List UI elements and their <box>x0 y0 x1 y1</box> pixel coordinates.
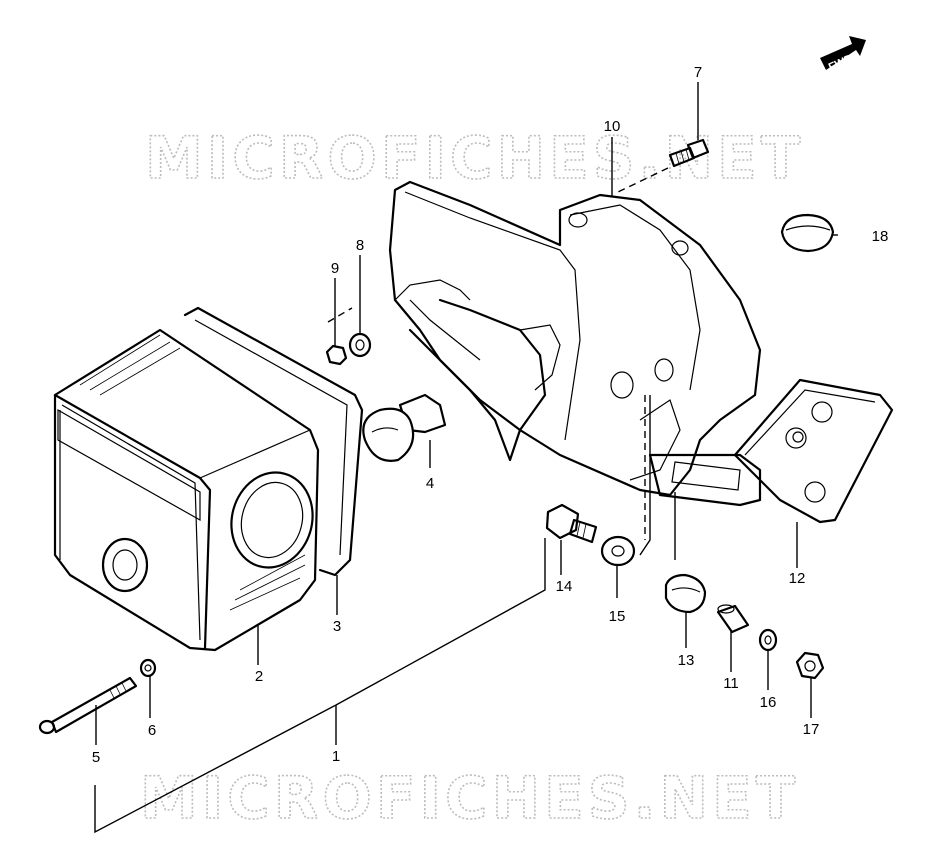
callout-17: 17 <box>803 721 820 738</box>
callout-4: 4 <box>426 475 434 492</box>
callout-11: 11 <box>723 675 739 692</box>
forward-arrow-icon: FWD <box>820 36 866 74</box>
part-10-bracket <box>388 180 762 507</box>
callout-10: 10 <box>604 118 621 135</box>
part-8-washer <box>348 332 372 358</box>
callout-12: 12 <box>789 570 806 587</box>
part-16-washer <box>758 628 778 652</box>
part-13-grommet <box>664 573 707 614</box>
part-12-plate <box>733 378 894 524</box>
callout-9: 9 <box>331 260 339 277</box>
callout-18: 18 <box>872 228 889 245</box>
part-14-bolt <box>545 503 598 544</box>
part-7-bolt <box>668 138 710 168</box>
callout-2: 2 <box>255 668 263 685</box>
callout-6: 6 <box>148 722 156 739</box>
part-2-lamp-body <box>53 328 320 652</box>
callout-5: 5 <box>92 749 100 766</box>
watermark-bottom: MICROFICHES.NET <box>140 764 799 832</box>
callout-15: 15 <box>609 608 626 625</box>
part-15-washer <box>600 535 636 567</box>
part-11-collar <box>716 604 750 634</box>
callout-7: 7 <box>694 64 702 81</box>
part-5-screw <box>38 676 138 735</box>
callout-16: 16 <box>760 694 777 711</box>
part-6-washer <box>139 658 157 678</box>
part-3-gasket <box>183 306 364 577</box>
leader-lines <box>94 82 838 834</box>
callout-3: 3 <box>333 618 341 635</box>
part-17-nut <box>795 651 825 680</box>
axis-bolt-7 <box>617 167 669 193</box>
watermark-top: MICROFICHES.NET <box>145 124 804 192</box>
callout-8: 8 <box>356 237 364 254</box>
axis-nut-9 <box>327 307 353 323</box>
part-9-nut <box>325 344 348 366</box>
callout-1: 1 <box>332 748 340 765</box>
part-4-bulb <box>362 393 447 462</box>
callout-13: 13 <box>678 652 695 669</box>
part-18-grommet <box>780 213 835 253</box>
callout-14: 14 <box>556 578 573 595</box>
